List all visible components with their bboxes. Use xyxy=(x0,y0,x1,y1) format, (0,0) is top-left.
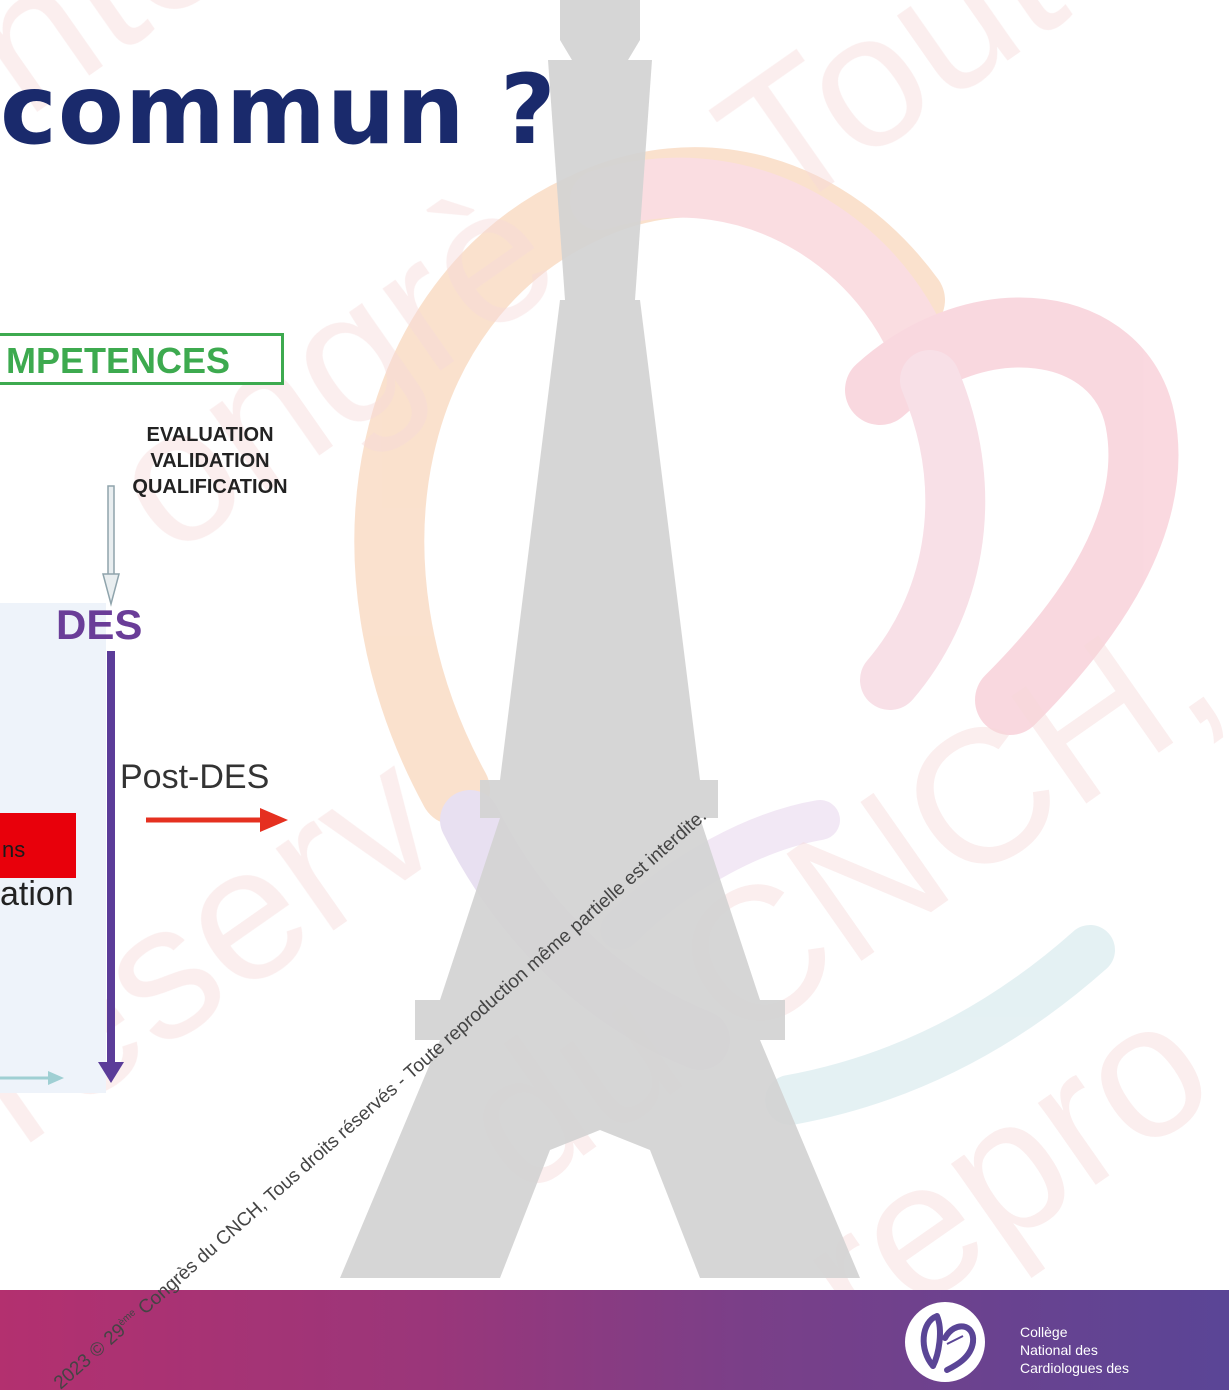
red-box-text: ns xyxy=(2,837,26,862)
post-des-label: Post-DES xyxy=(120,758,270,796)
red-highlight-box: ns xyxy=(0,813,76,878)
des-label: DES xyxy=(56,601,143,648)
bottom-arrow-icon xyxy=(0,1071,64,1085)
validation-line: VALIDATION xyxy=(150,450,270,472)
partial-word: ation xyxy=(0,875,74,913)
down-arrow-icon xyxy=(102,485,120,607)
training-panel xyxy=(0,603,106,718)
cnch-logo-icon xyxy=(905,1302,985,1382)
logo-line: National des xyxy=(1020,1342,1098,1358)
logo-text: Collège National des Cardiologues des xyxy=(1020,1323,1129,1377)
eiffel-tower-watermark xyxy=(340,0,860,1278)
evaluation-block: EVALUATION VALIDATION QUALIFICATION xyxy=(88,422,332,500)
logo-line: Cardiologues des xyxy=(1020,1360,1129,1376)
training-panel-lower xyxy=(0,718,106,1093)
right-arrow-icon xyxy=(146,808,288,832)
competences-box xyxy=(0,333,284,385)
page-title: commun ? xyxy=(0,54,557,166)
footer-bar xyxy=(0,1290,1229,1390)
competences-label: MPETENCES xyxy=(6,340,231,381)
evaluation-line: EVALUATION xyxy=(146,424,274,446)
timeline-arrow-icon xyxy=(98,651,124,1083)
logo-line: Collège xyxy=(1020,1324,1068,1340)
qualification-line: QUALIFICATION xyxy=(132,476,288,498)
